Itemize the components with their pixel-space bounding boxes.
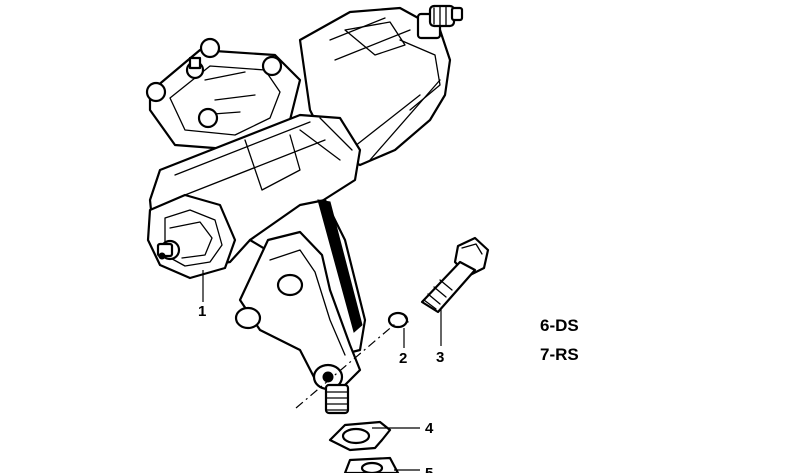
callout-1: 1 (198, 303, 206, 320)
sector-shaft-stud (324, 383, 350, 415)
part-4-tab-washer (328, 420, 392, 452)
adjusting-screw (156, 239, 181, 261)
part-3-bolt (420, 236, 490, 314)
input-shaft (416, 4, 464, 40)
part-2-washer (387, 311, 409, 329)
callout-2: 2 (399, 350, 407, 367)
callout-3: 3 (436, 349, 444, 366)
legend-line-ds: 6-DS (540, 316, 579, 335)
part-5-nut (343, 456, 400, 473)
pitman-arm (234, 230, 362, 392)
callout-5: 5 (425, 465, 433, 473)
top-cover-plate (145, 37, 302, 152)
steering-gear-box (145, 4, 464, 415)
callout-4: 4 (425, 420, 434, 437)
legend-line-rs: 7-RS (540, 345, 579, 364)
